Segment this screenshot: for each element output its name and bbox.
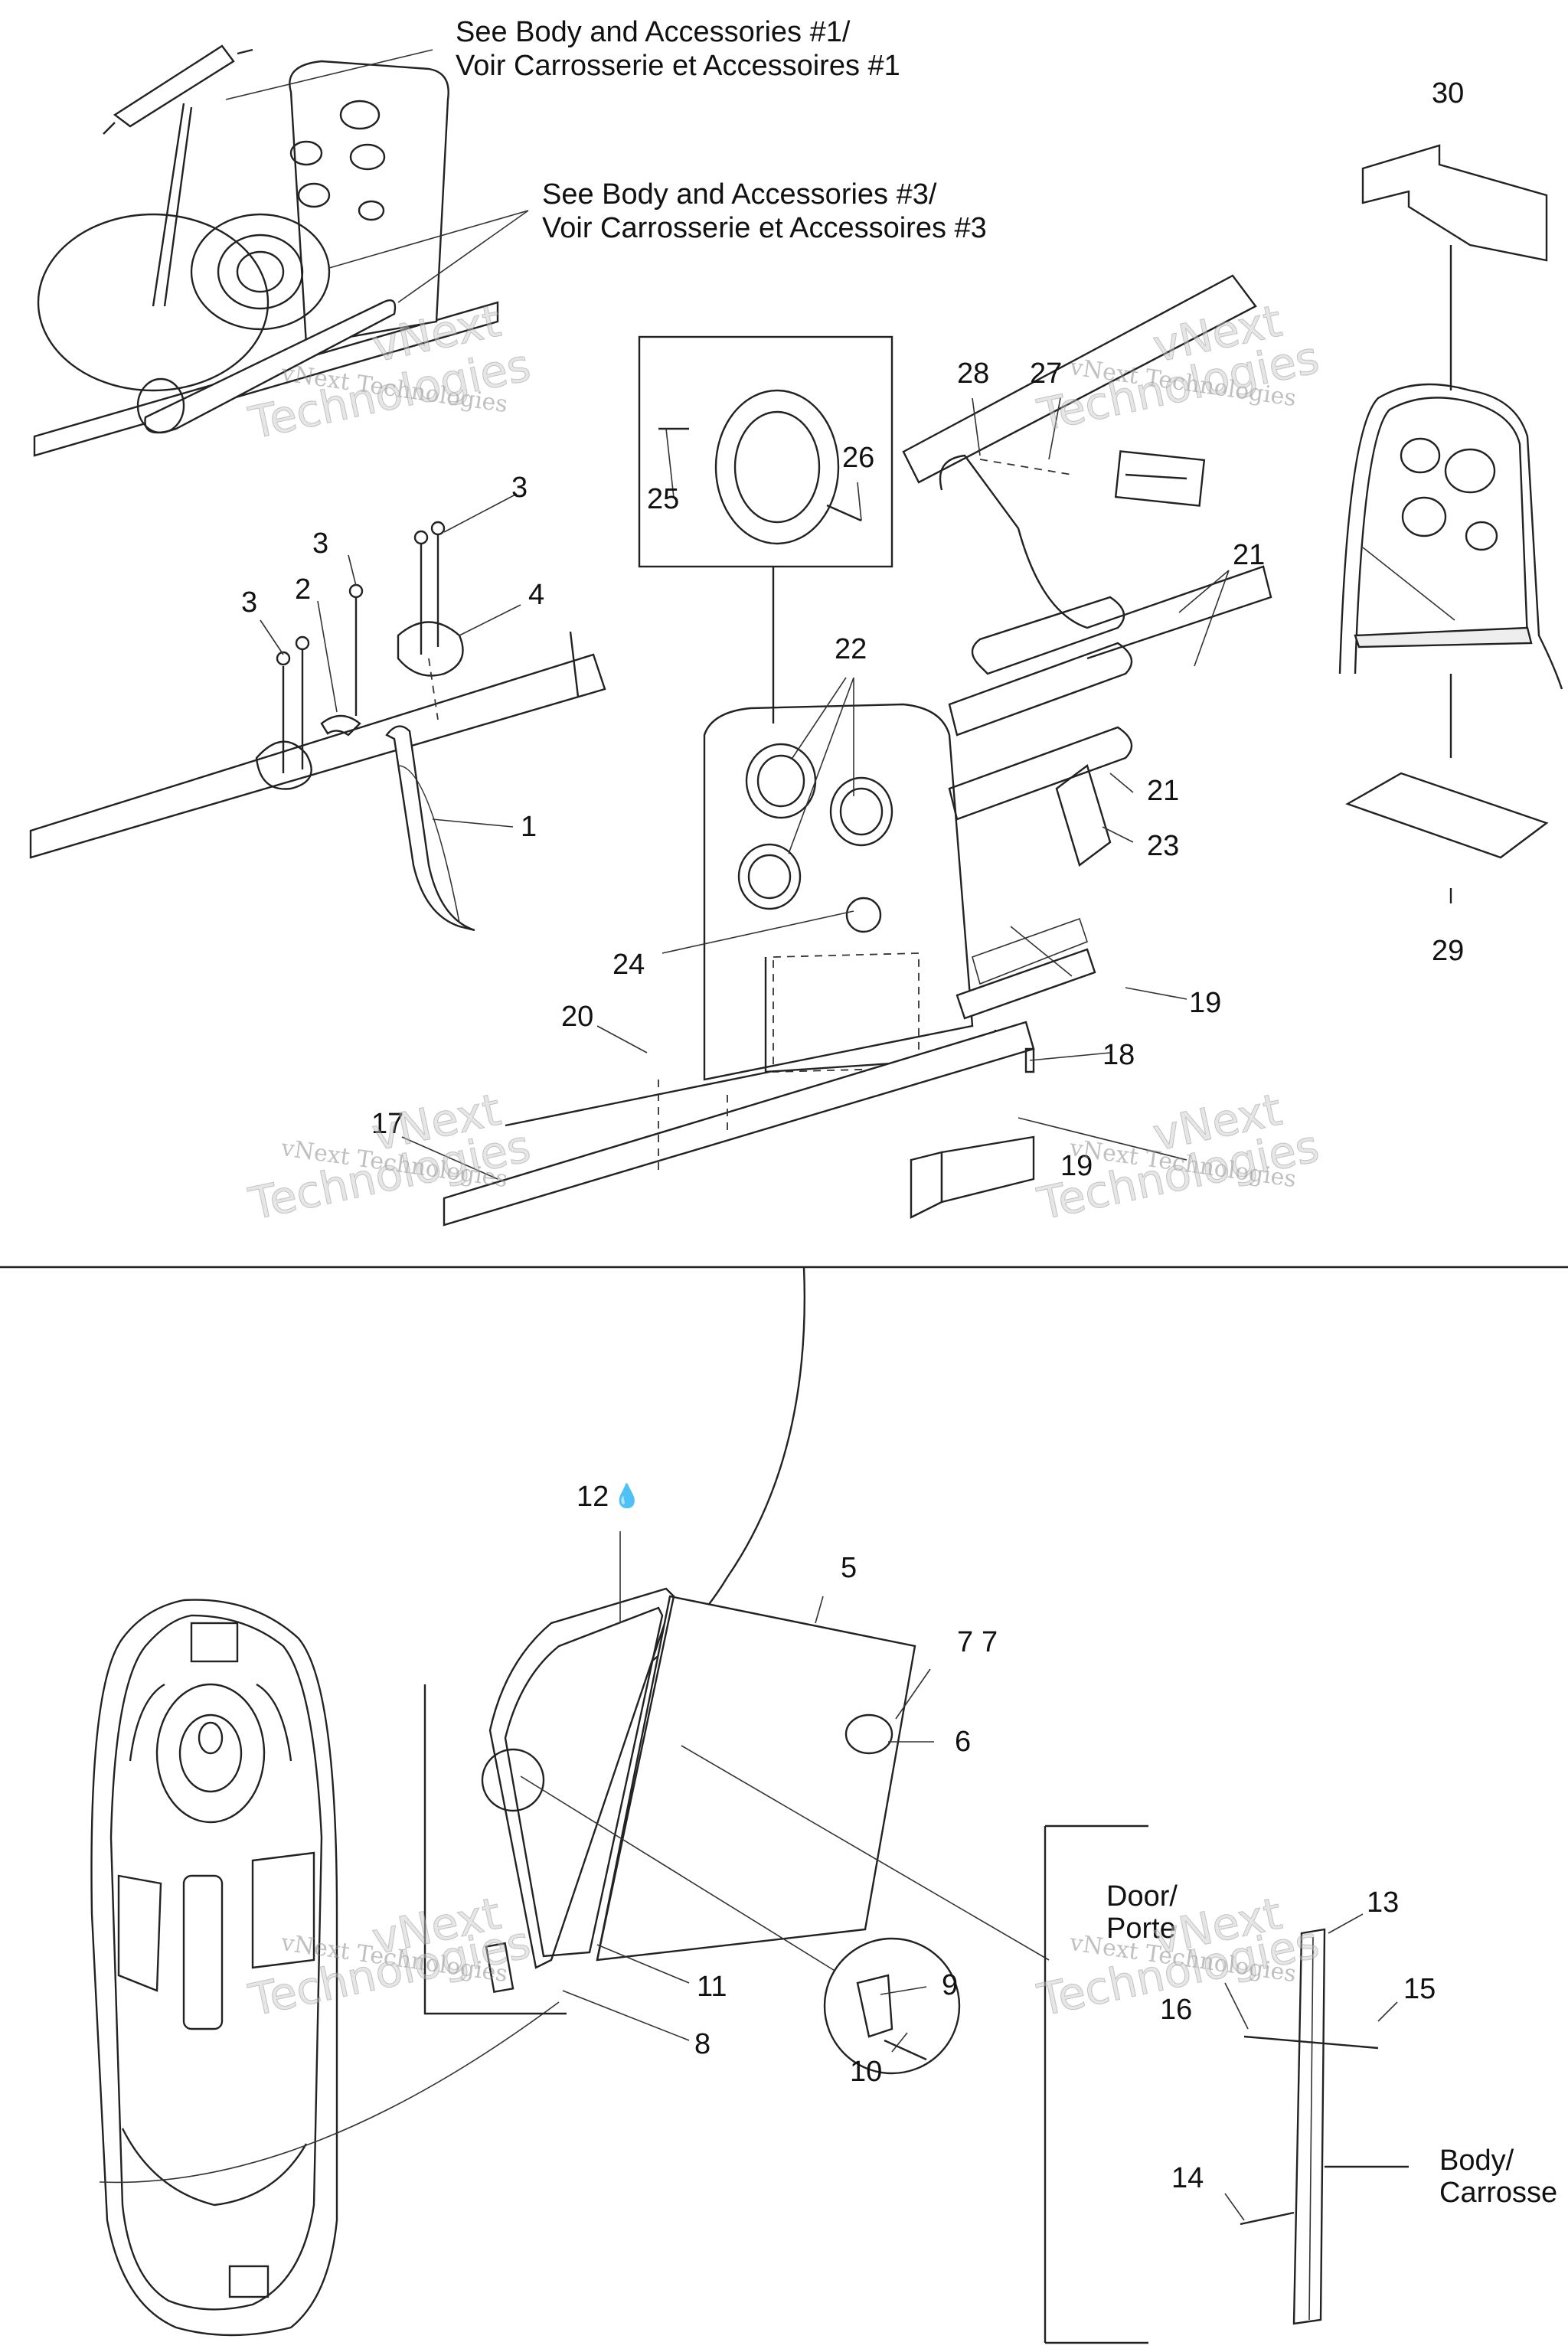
note-body-fr: Carrosse (1439, 2177, 1558, 2209)
storage-door-assembly (423, 1266, 1409, 2344)
note-body-accessories-3-fr: Voir Carrosserie et Accessoires #3 (542, 212, 987, 244)
callout-part-11: 11 (697, 1971, 727, 2003)
note-door-fr: Porte (1106, 1913, 1176, 1945)
callout-part-30: 30 (1432, 77, 1465, 109)
note-door-en: Door/ (1106, 1880, 1178, 1913)
callout-part-22: 22 (835, 633, 867, 665)
callout-part-3: 3 (241, 586, 258, 619)
callout-part-20: 20 (561, 1001, 594, 1033)
callout-part-25: 25 (647, 483, 680, 515)
note-body-accessories-3-en: See Body and Accessories #3/ (542, 178, 937, 211)
callout-part-29: 29 (1432, 935, 1465, 967)
note-body-accessories-1-fr: Voir Carrosserie et Accessoires #1 (456, 50, 900, 82)
callout-part-4: 4 (528, 579, 545, 611)
callout-part-26: 26 (842, 442, 875, 474)
drop-icon: 💧 (612, 1484, 642, 1509)
callout-part-2: 2 (295, 573, 312, 606)
callout-part-5: 5 (841, 1552, 858, 1584)
callout-part-7-label: 7 (982, 1626, 998, 1658)
callout-part-21: 21 (1233, 539, 1266, 571)
callout-part-16: 16 (1160, 1994, 1193, 2026)
callout-part-13: 13 (1367, 1886, 1400, 1919)
callout-part-27: 27 (1030, 358, 1063, 390)
callout-part-18: 18 (1102, 1039, 1135, 1071)
cable-clamp-detail (29, 521, 606, 932)
callout-part-8: 8 (694, 2028, 711, 2060)
note-body-en: Body/ (1439, 2145, 1514, 2177)
callout-part-1: 1 (521, 811, 537, 843)
callout-part-14: 14 (1171, 2162, 1204, 2194)
callout-part-21: 21 (1147, 775, 1180, 807)
callout-part-17: 17 (371, 1108, 404, 1140)
panel-cutaway (1338, 144, 1563, 903)
callout-part-3: 3 (511, 472, 528, 504)
hull-top-view (90, 1599, 560, 2337)
callout-part-19: 19 (1189, 987, 1222, 1019)
callout-part-3: 3 (312, 528, 329, 560)
callout-part-23: 23 (1147, 830, 1180, 862)
callout-part-12: 12 (577, 1481, 609, 1513)
leader-lines (225, 49, 1455, 2221)
callout-part-15: 15 (1403, 1973, 1436, 2005)
callout-part-10: 10 (850, 2056, 883, 2088)
callout-part-9: 9 (942, 1969, 959, 2001)
callout-part-19: 19 (1060, 1150, 1093, 1182)
console-main-assembly (443, 274, 1272, 1227)
callout-part-24: 24 (612, 949, 645, 981)
overview-console-assembly (33, 44, 499, 457)
callout-part-6: 6 (955, 1726, 972, 1758)
callout-part-28: 28 (957, 358, 990, 390)
note-body-accessories-1-en: See Body and Accessories #1/ (456, 16, 851, 48)
callout-part-7: 7 (957, 1626, 974, 1658)
